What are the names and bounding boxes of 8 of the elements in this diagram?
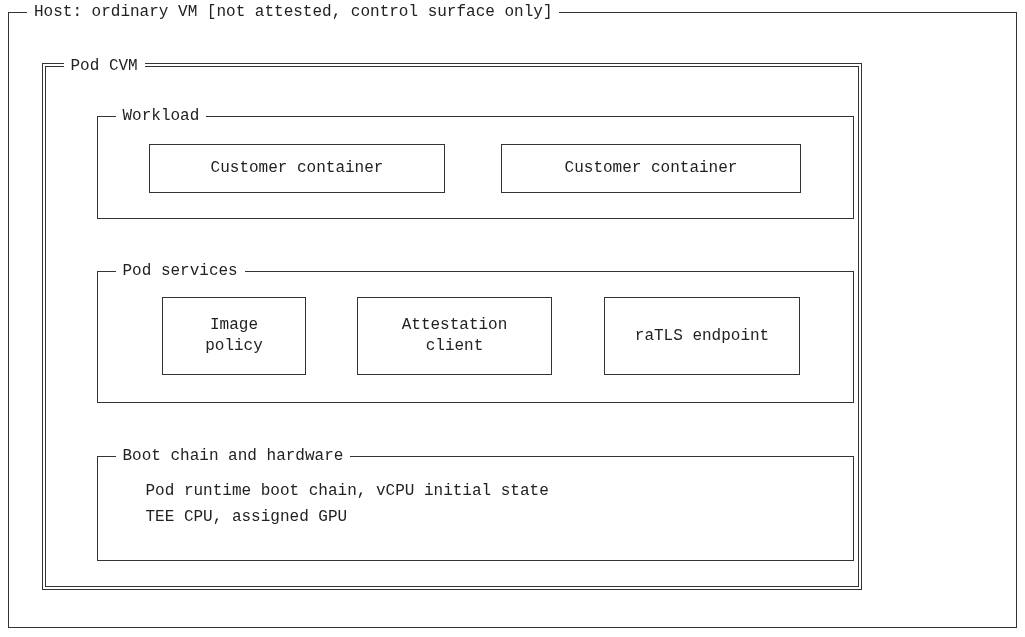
component-box: raTLS endpoint <box>604 297 800 375</box>
component-box: Customer container <box>501 144 801 193</box>
component-box: Customer container <box>149 144 445 193</box>
component-box: Image policy <box>162 297 306 375</box>
group-title: Host: ordinary VM [not attested, control surface only] <box>27 2 560 22</box>
description-text: Pod runtime boot chain, vCPU initial state <box>145 480 549 502</box>
description-text: TEE CPU, assigned GPU <box>145 506 348 528</box>
component-box: Attestation client <box>357 297 552 375</box>
